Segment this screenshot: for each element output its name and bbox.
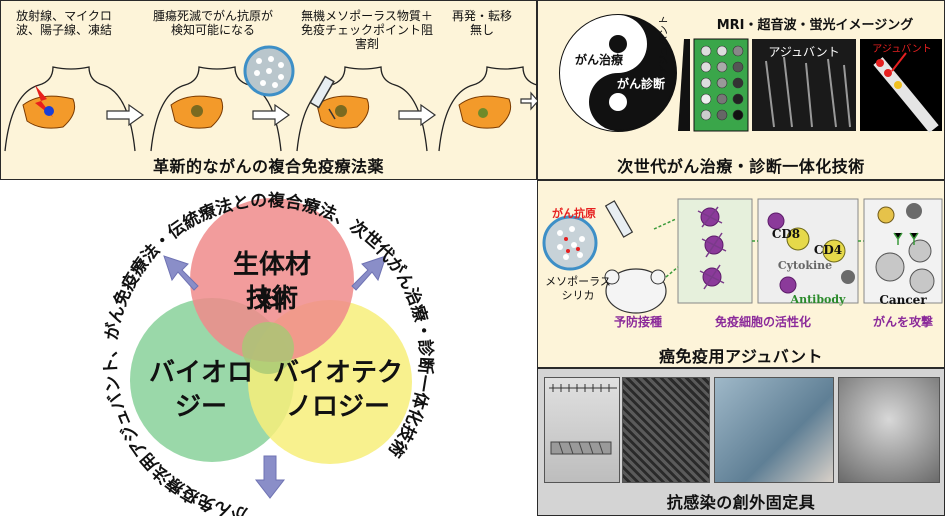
lightning-icon: [35, 85, 53, 117]
cancer-cell-icon: [908, 239, 932, 263]
cancer-adjuvant-panel: がん抗原 メソポーラス シリカ CD8 CD4 Cytokine Antibod…: [537, 180, 945, 368]
venn-label-biology-2: ジー: [174, 392, 227, 422]
imaging-modalities: MRI・超音波・蛍光イメージング: [716, 18, 914, 33]
venn-label-biotechnology-1: バイオテク: [272, 358, 403, 388]
step-1-label: 放射線、マイクロ波、陽子線、凍結: [15, 9, 112, 37]
arrow-icon: [106, 103, 145, 127]
combined-immunotherapy-caption: 革新的ながんの複合免疫療法薬: [152, 157, 384, 176]
combined-immunotherapy-panel: 放射線、マイクロ波、陽子線、凍結 腫瘍死滅でがん抗原が検知可能になる 無機メソポ…: [0, 0, 538, 180]
adjuvant-vertical-label: アジュバント: [659, 15, 670, 75]
syringe-icon: [604, 200, 634, 238]
dendritic-cell-icon: [767, 212, 785, 230]
surface-micrograph-photo: [622, 377, 710, 483]
adjuvant-mechanism-illustration: [542, 198, 943, 314]
mesoporous-silica-icon: [542, 215, 598, 271]
arrow-down-icon: [254, 455, 286, 499]
attack-cancer-label: がんを攻撃: [872, 315, 933, 329]
cancer-cell-icon: [875, 252, 905, 282]
cd8-t-cell-icon: [786, 227, 810, 251]
theranostics-panel: がん治療 がん診断 MRI・超音波・蛍光イメージング アジュバント アジュバント…: [537, 0, 945, 180]
antibody-label: Antibody: [790, 293, 846, 306]
cancer-label: Cancer: [879, 293, 927, 307]
mesoporous-silica-label-1: メソポーラス: [545, 275, 611, 288]
arrow-up-right-icon: [351, 255, 387, 291]
step-3-label: 無機メソポーラス物質＋免疫チェックポイント阻害剤: [300, 9, 433, 51]
therapy-steps-illustration: [4, 45, 538, 152]
cancer-cell-icon: [909, 268, 935, 294]
cancer-adjuvant-caption: 癌免疫用アジュバント: [658, 347, 824, 366]
step-2-label: 腫瘍死滅でがん抗原が検知可能になる: [153, 9, 274, 37]
cd8-label: CD8: [771, 227, 801, 241]
venn-panel: がん免疫療法用アジュバント、がん免疫療法・伝統療法との複合療法、次世代がん治療・…: [0, 180, 537, 516]
cancer-antigen-label: がん抗原: [552, 207, 596, 220]
anti-infection-fixator-caption: 抗感染の創外固定具: [666, 493, 816, 512]
theranostics-caption: 次世代がん治療・診断一体化技術: [617, 157, 865, 176]
red-arrow-icon: [891, 52, 907, 72]
dendritic-cell-icon: [779, 276, 797, 294]
cytokine-label: Cytokine: [777, 259, 833, 272]
mesoporous-silica-label-2: シリカ: [561, 289, 595, 302]
arrow-icon: [520, 91, 538, 111]
cd4-t-cell-icon: [822, 239, 846, 263]
venn-label-biotechnology-2: ノロジー: [285, 392, 390, 422]
venn-label-biomaterials-1: 生体材料: [232, 250, 311, 317]
immune-activation-label: 免疫細胞の活性化: [714, 315, 811, 329]
arrow-icon: [252, 103, 291, 127]
adjuvant-image-label: アジュバント: [768, 45, 840, 59]
implant-screw-photo: [544, 377, 620, 483]
venn-circle-biomaterials: [190, 198, 354, 362]
venn-label-biomaterials-2: 技術: [245, 284, 298, 314]
anti-infection-fixator-panel: 抗感染の創外固定具: [537, 368, 945, 516]
arrow-icon: [398, 103, 437, 127]
surgery-photo: [714, 377, 834, 483]
syringe-icon: [309, 75, 336, 120]
animal-fixator-photo: [838, 377, 940, 483]
vaccination-label: 予防接種: [613, 315, 662, 329]
yang-label: がん診断: [616, 77, 665, 91]
yin-yang-icon: [559, 14, 677, 132]
adjuvant-fluorescence-label: アジュバント: [872, 44, 932, 55]
venn-label-biology-1: バイオロ: [148, 358, 253, 388]
step-4-label: 再発・転移無し: [451, 9, 512, 37]
arrow-up-left-icon: [163, 255, 199, 291]
cd4-label: CD4: [813, 243, 843, 257]
venn-diagram: がん免疫療法用アジュバント、がん免疫療法・伝統療法との複合療法、次世代がん治療・…: [101, 190, 436, 516]
mouse-icon: [605, 268, 667, 314]
theranostics-illustration: [559, 14, 942, 133]
yin-label: がん治療: [574, 53, 623, 67]
